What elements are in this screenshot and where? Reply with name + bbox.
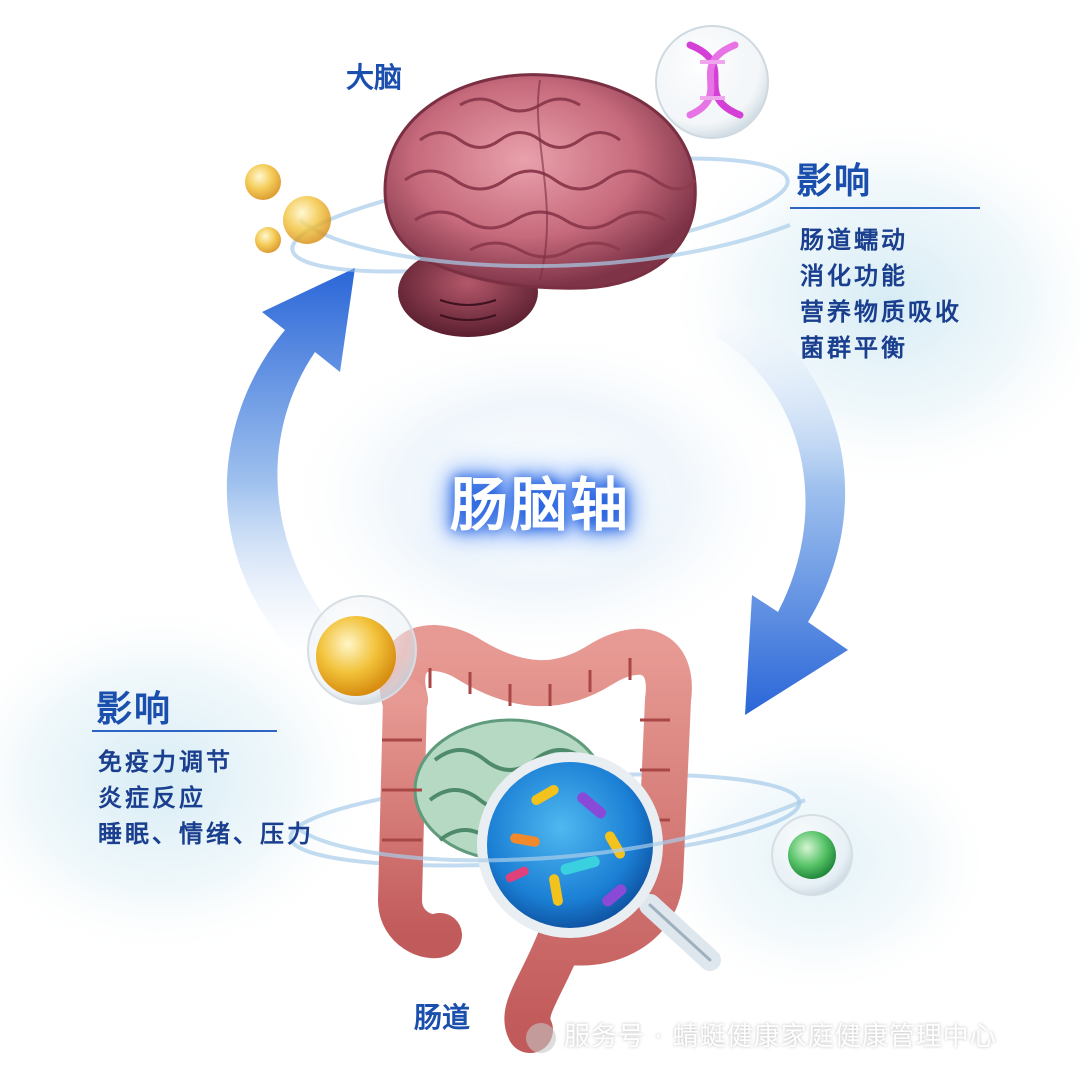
mist-lower-left [0, 600, 380, 960]
gut-label: 肠道 [414, 1001, 471, 1034]
list-item: 消化功能 [800, 261, 908, 290]
list-item: 免疫力调节 [98, 747, 233, 776]
list-item: 肠道蠕动 [800, 225, 908, 254]
brain-effects-divider [790, 207, 980, 209]
dna-bubble-icon [655, 25, 769, 139]
gut-orbit-front [298, 798, 806, 863]
watermark-text: 服务号 · 蜻蜓健康家庭健康管理中心 [564, 1022, 997, 1052]
watermark: 服务号 · 蜻蜓健康家庭健康管理中心 [526, 1016, 997, 1053]
curved-arrow-up [226, 268, 355, 660]
list-item: 菌群平衡 [800, 333, 908, 362]
magnifying-glass-icon [477, 752, 721, 971]
list-item: 睡眠、情绪、压力 [98, 819, 314, 848]
gut-effects-list: 免疫力调节 炎症反应 睡眠、情绪、压力 [98, 744, 314, 852]
brain-illustration [383, 73, 697, 337]
curved-arrow-down [715, 300, 848, 715]
golden-bubble-icon [307, 595, 417, 705]
gut-brain-axis-title: 肠脑轴 [449, 471, 630, 539]
service-account-icon [526, 1022, 556, 1053]
gut-effects-divider [92, 730, 277, 732]
gut-effects-heading: 影响 [96, 688, 173, 730]
brain-effects-heading: 影响 [796, 160, 873, 202]
list-item: 营养物质吸收 [800, 297, 962, 326]
brain-label: 大脑 [346, 61, 403, 94]
golden-bubble-icon [245, 164, 331, 253]
brain-orbit-front [298, 218, 791, 269]
green-cell-icon [771, 814, 853, 896]
center-glow [280, 325, 800, 665]
brain-effects-list: 肠道蠕动 消化功能 营养物质吸收 菌群平衡 [800, 222, 962, 366]
list-item: 炎症反应 [98, 783, 206, 812]
